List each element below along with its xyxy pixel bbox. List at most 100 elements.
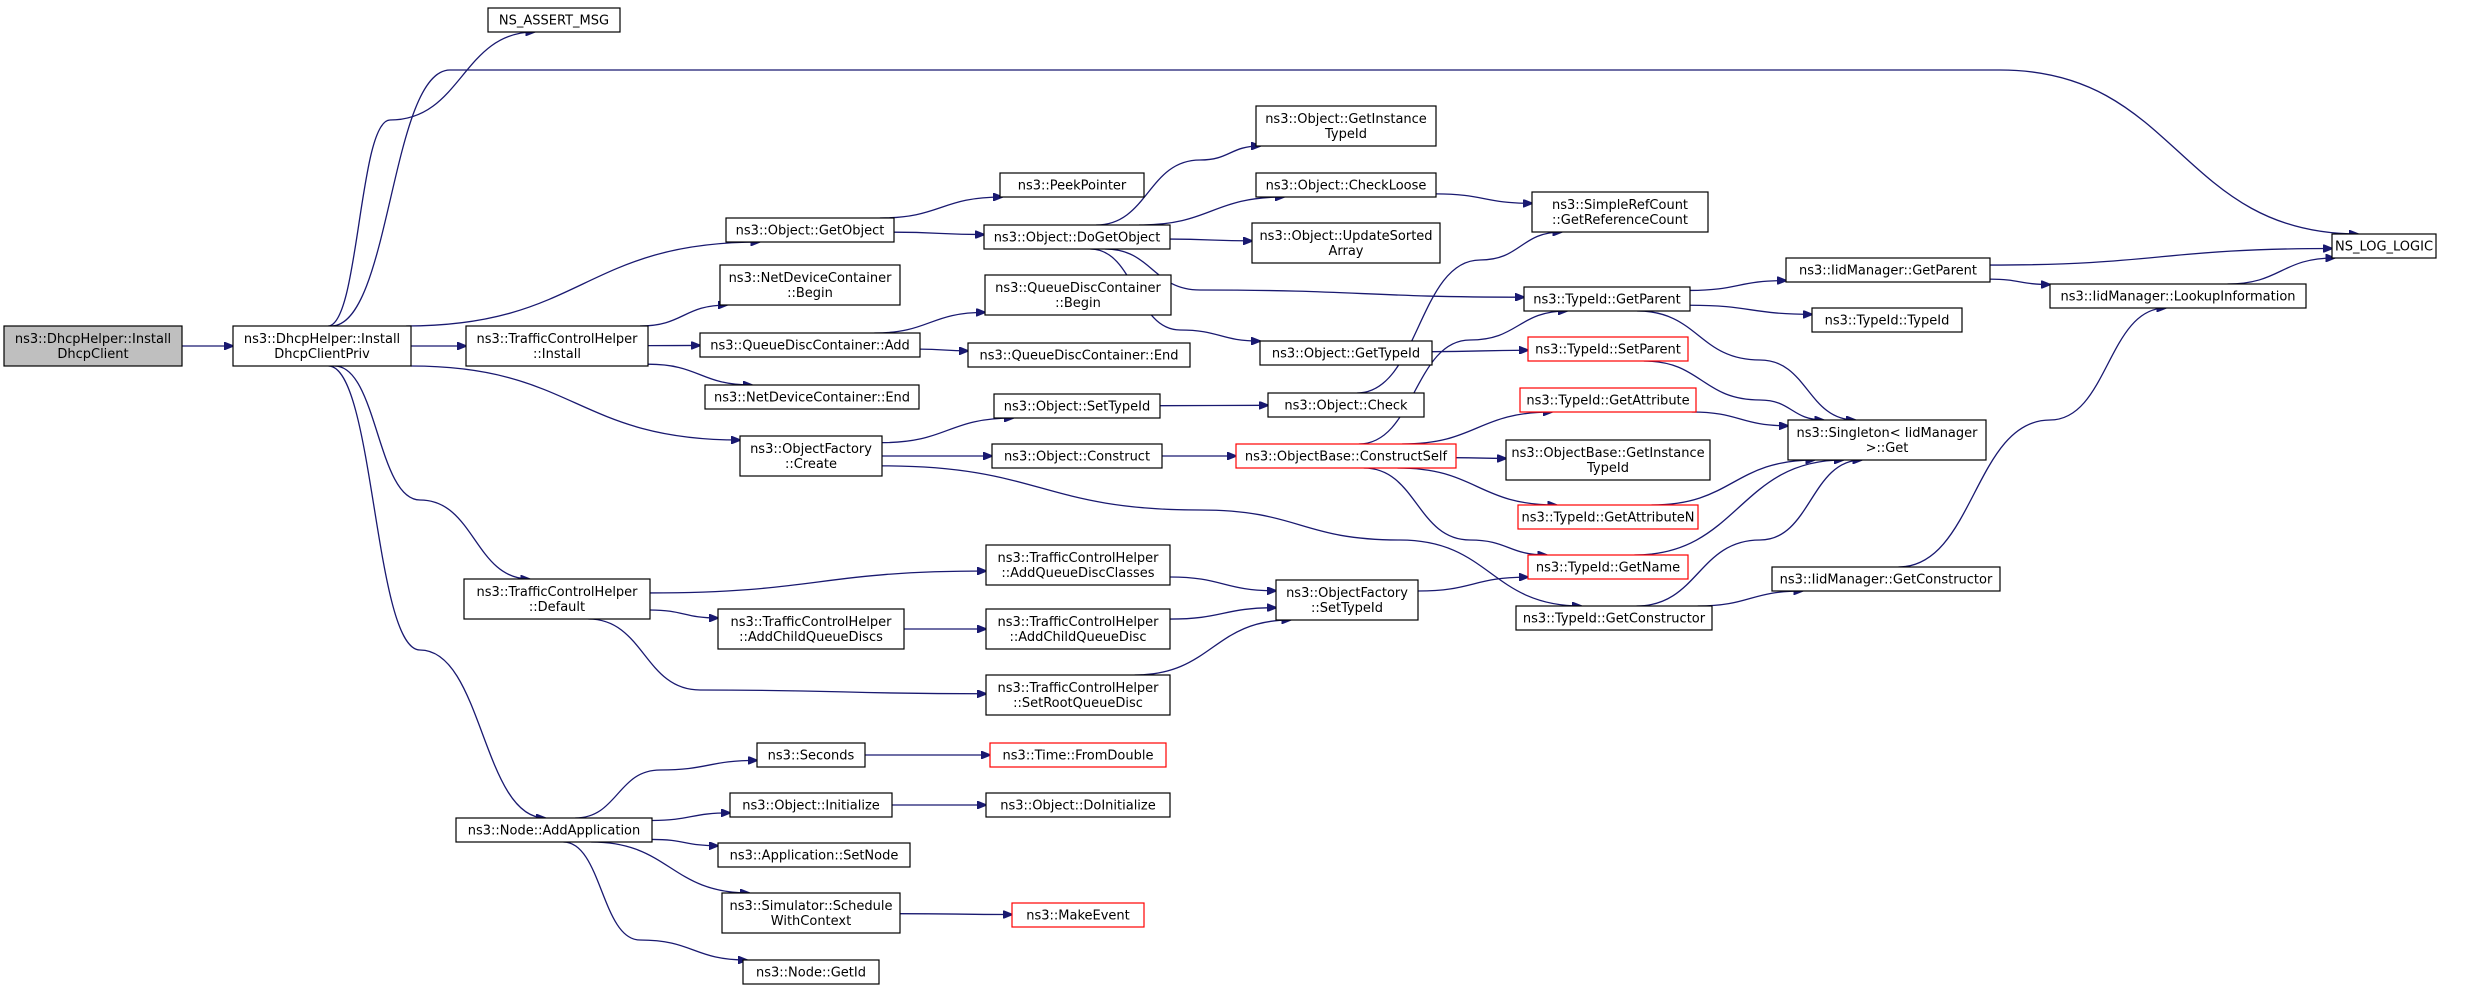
node-tch_addchildqds[interactable]: ns3::TrafficControlHelper::AddChildQueue… — [717, 608, 905, 650]
node-getattribute[interactable]: ns3::TypeId::GetAttribute — [1519, 387, 1697, 413]
node-box[interactable] — [3, 325, 183, 367]
node-ndc_end[interactable]: ns3::NetDeviceContainer::End — [704, 384, 920, 410]
node-constructself[interactable]: ns3::ObjectBase::ConstructSelf — [1235, 443, 1457, 469]
node-check[interactable]: ns3::Object::Check — [1267, 392, 1425, 418]
node-dogetobject[interactable]: ns3::Object::DoGetObject — [983, 224, 1171, 250]
node-box[interactable] — [1267, 392, 1425, 418]
node-qdc_begin[interactable]: ns3::QueueDiscContainer::Begin — [984, 274, 1172, 316]
node-box[interactable] — [742, 959, 880, 985]
node-box[interactable] — [455, 817, 653, 843]
node-box[interactable] — [1517, 504, 1699, 530]
node-box[interactable] — [985, 544, 1171, 586]
node-iid_getparent[interactable]: ns3::IidManager::GetParent — [1785, 257, 1991, 283]
node-getid[interactable]: ns3::Node::GetId — [742, 959, 880, 985]
node-singleton[interactable]: ns3::Singleton< IidManager >::Get — [1787, 419, 1987, 461]
node-of_settypeid[interactable]: ns3::ObjectFactory::SetTypeId — [1275, 579, 1419, 621]
node-qdc_add[interactable]: ns3::QueueDiscContainer::Add — [699, 332, 921, 358]
node-getconstructor[interactable]: ns3::TypeId::GetConstructor — [1515, 605, 1713, 631]
node-fromdouble[interactable]: ns3::Time::FromDouble — [989, 742, 1167, 768]
node-getname[interactable]: ns3::TypeId::GetName — [1527, 554, 1689, 580]
node-typeid_typeid[interactable]: ns3::TypeId::TypeId — [1811, 307, 1963, 333]
node-box[interactable] — [1531, 191, 1709, 233]
node-getrefcount[interactable]: ns3::SimpleRefCount::GetReferenceCount — [1531, 191, 1709, 233]
node-box[interactable] — [1519, 387, 1697, 413]
node-box[interactable] — [717, 608, 905, 650]
node-box[interactable] — [1235, 443, 1457, 469]
node-box[interactable] — [989, 742, 1167, 768]
node-tch_default[interactable]: ns3::TrafficControlHelper::Default — [463, 578, 651, 620]
node-qdc_end[interactable]: ns3::QueueDiscContainer::End — [967, 342, 1191, 368]
node-box[interactable] — [739, 435, 883, 477]
node-box[interactable] — [983, 224, 1171, 250]
node-peek[interactable]: ns3::PeekPointer — [999, 172, 1145, 198]
node-box[interactable] — [1011, 902, 1145, 928]
node-box[interactable] — [465, 325, 649, 367]
node-box[interactable] — [985, 674, 1171, 716]
node-box[interactable] — [704, 384, 920, 410]
node-seconds[interactable]: ns3::Seconds — [756, 742, 866, 768]
node-box[interactable] — [1787, 419, 1987, 461]
node-box[interactable] — [985, 608, 1171, 650]
node-tch_install[interactable]: ns3::TrafficControlHelper::Install — [465, 325, 649, 367]
node-box[interactable] — [1255, 105, 1437, 147]
node-assert[interactable]: NS_ASSERT_MSG — [487, 7, 621, 33]
node-getobject[interactable]: ns3::Object::GetObject — [725, 217, 895, 243]
node-settypeid[interactable]: ns3::Object::SetTypeId — [993, 393, 1161, 419]
node-construct[interactable]: ns3::Object::Construct — [991, 443, 1163, 469]
node-makeevent[interactable]: ns3::MakeEvent — [1011, 902, 1145, 928]
node-getparent[interactable]: ns3::TypeId::GetParent — [1523, 286, 1691, 312]
node-setparent[interactable]: ns3::TypeId::SetParent — [1527, 336, 1689, 362]
node-box[interactable] — [1785, 257, 1991, 283]
node-box[interactable] — [1811, 307, 1963, 333]
node-box[interactable] — [1523, 286, 1691, 312]
node-box[interactable] — [487, 7, 621, 33]
node-getattributen[interactable]: ns3::TypeId::GetAttributeN — [1517, 504, 1699, 530]
node-addapp[interactable]: ns3::Node::AddApplication — [455, 817, 653, 843]
node-box[interactable] — [1527, 336, 1689, 362]
node-box[interactable] — [719, 264, 901, 306]
node-box[interactable] — [999, 172, 1145, 198]
node-lookup[interactable]: ns3::IidManager::LookupInformation — [2049, 283, 2307, 309]
node-box[interactable] — [232, 325, 412, 367]
node-box[interactable] — [463, 578, 651, 620]
node-ndc_begin[interactable]: ns3::NetDeviceContainer::Begin — [719, 264, 901, 306]
node-box[interactable] — [725, 217, 895, 243]
node-box[interactable] — [984, 274, 1172, 316]
node-gettypeid[interactable]: ns3::Object::GetTypeId — [1259, 340, 1433, 366]
node-box[interactable] — [991, 443, 1163, 469]
node-box[interactable] — [756, 742, 866, 768]
node-box[interactable] — [993, 393, 1161, 419]
node-of_create[interactable]: ns3::ObjectFactory::Create — [739, 435, 883, 477]
node-box[interactable] — [1255, 172, 1437, 198]
node-box[interactable] — [721, 892, 901, 934]
node-box[interactable] — [967, 342, 1191, 368]
node-box[interactable] — [1259, 340, 1433, 366]
node-box[interactable] — [1275, 579, 1419, 621]
node-checkloose[interactable]: ns3::Object::CheckLoose — [1255, 172, 1437, 198]
node-initialize[interactable]: ns3::Object::Initialize — [729, 792, 893, 818]
node-box[interactable] — [1251, 222, 1441, 264]
node-box[interactable] — [985, 792, 1171, 818]
node-setnode[interactable]: ns3::Application::SetNode — [717, 842, 911, 868]
node-doinitialize[interactable]: ns3::Object::DoInitialize — [985, 792, 1171, 818]
node-box[interactable] — [729, 792, 893, 818]
node-tch_addchildqd[interactable]: ns3::TrafficControlHelper::AddChildQueue… — [985, 608, 1171, 650]
node-box[interactable] — [2049, 283, 2307, 309]
node-box[interactable] — [2331, 233, 2437, 259]
node-tch_addqdclasses[interactable]: ns3::TrafficControlHelper::AddQueueDiscC… — [985, 544, 1171, 586]
node-log[interactable]: NS_LOG_LOGIC — [2331, 233, 2437, 259]
node-box[interactable] — [1505, 439, 1711, 481]
node-iid_getconstructor[interactable]: ns3::IidManager::GetConstructor — [1771, 566, 2001, 592]
node-box[interactable] — [699, 332, 921, 358]
node-box[interactable] — [1527, 554, 1689, 580]
node-box[interactable] — [1515, 605, 1713, 631]
node-box[interactable] — [717, 842, 911, 868]
node-tch_setroot[interactable]: ns3::TrafficControlHelper::SetRootQueueD… — [985, 674, 1171, 716]
node-box[interactable] — [1771, 566, 2001, 592]
